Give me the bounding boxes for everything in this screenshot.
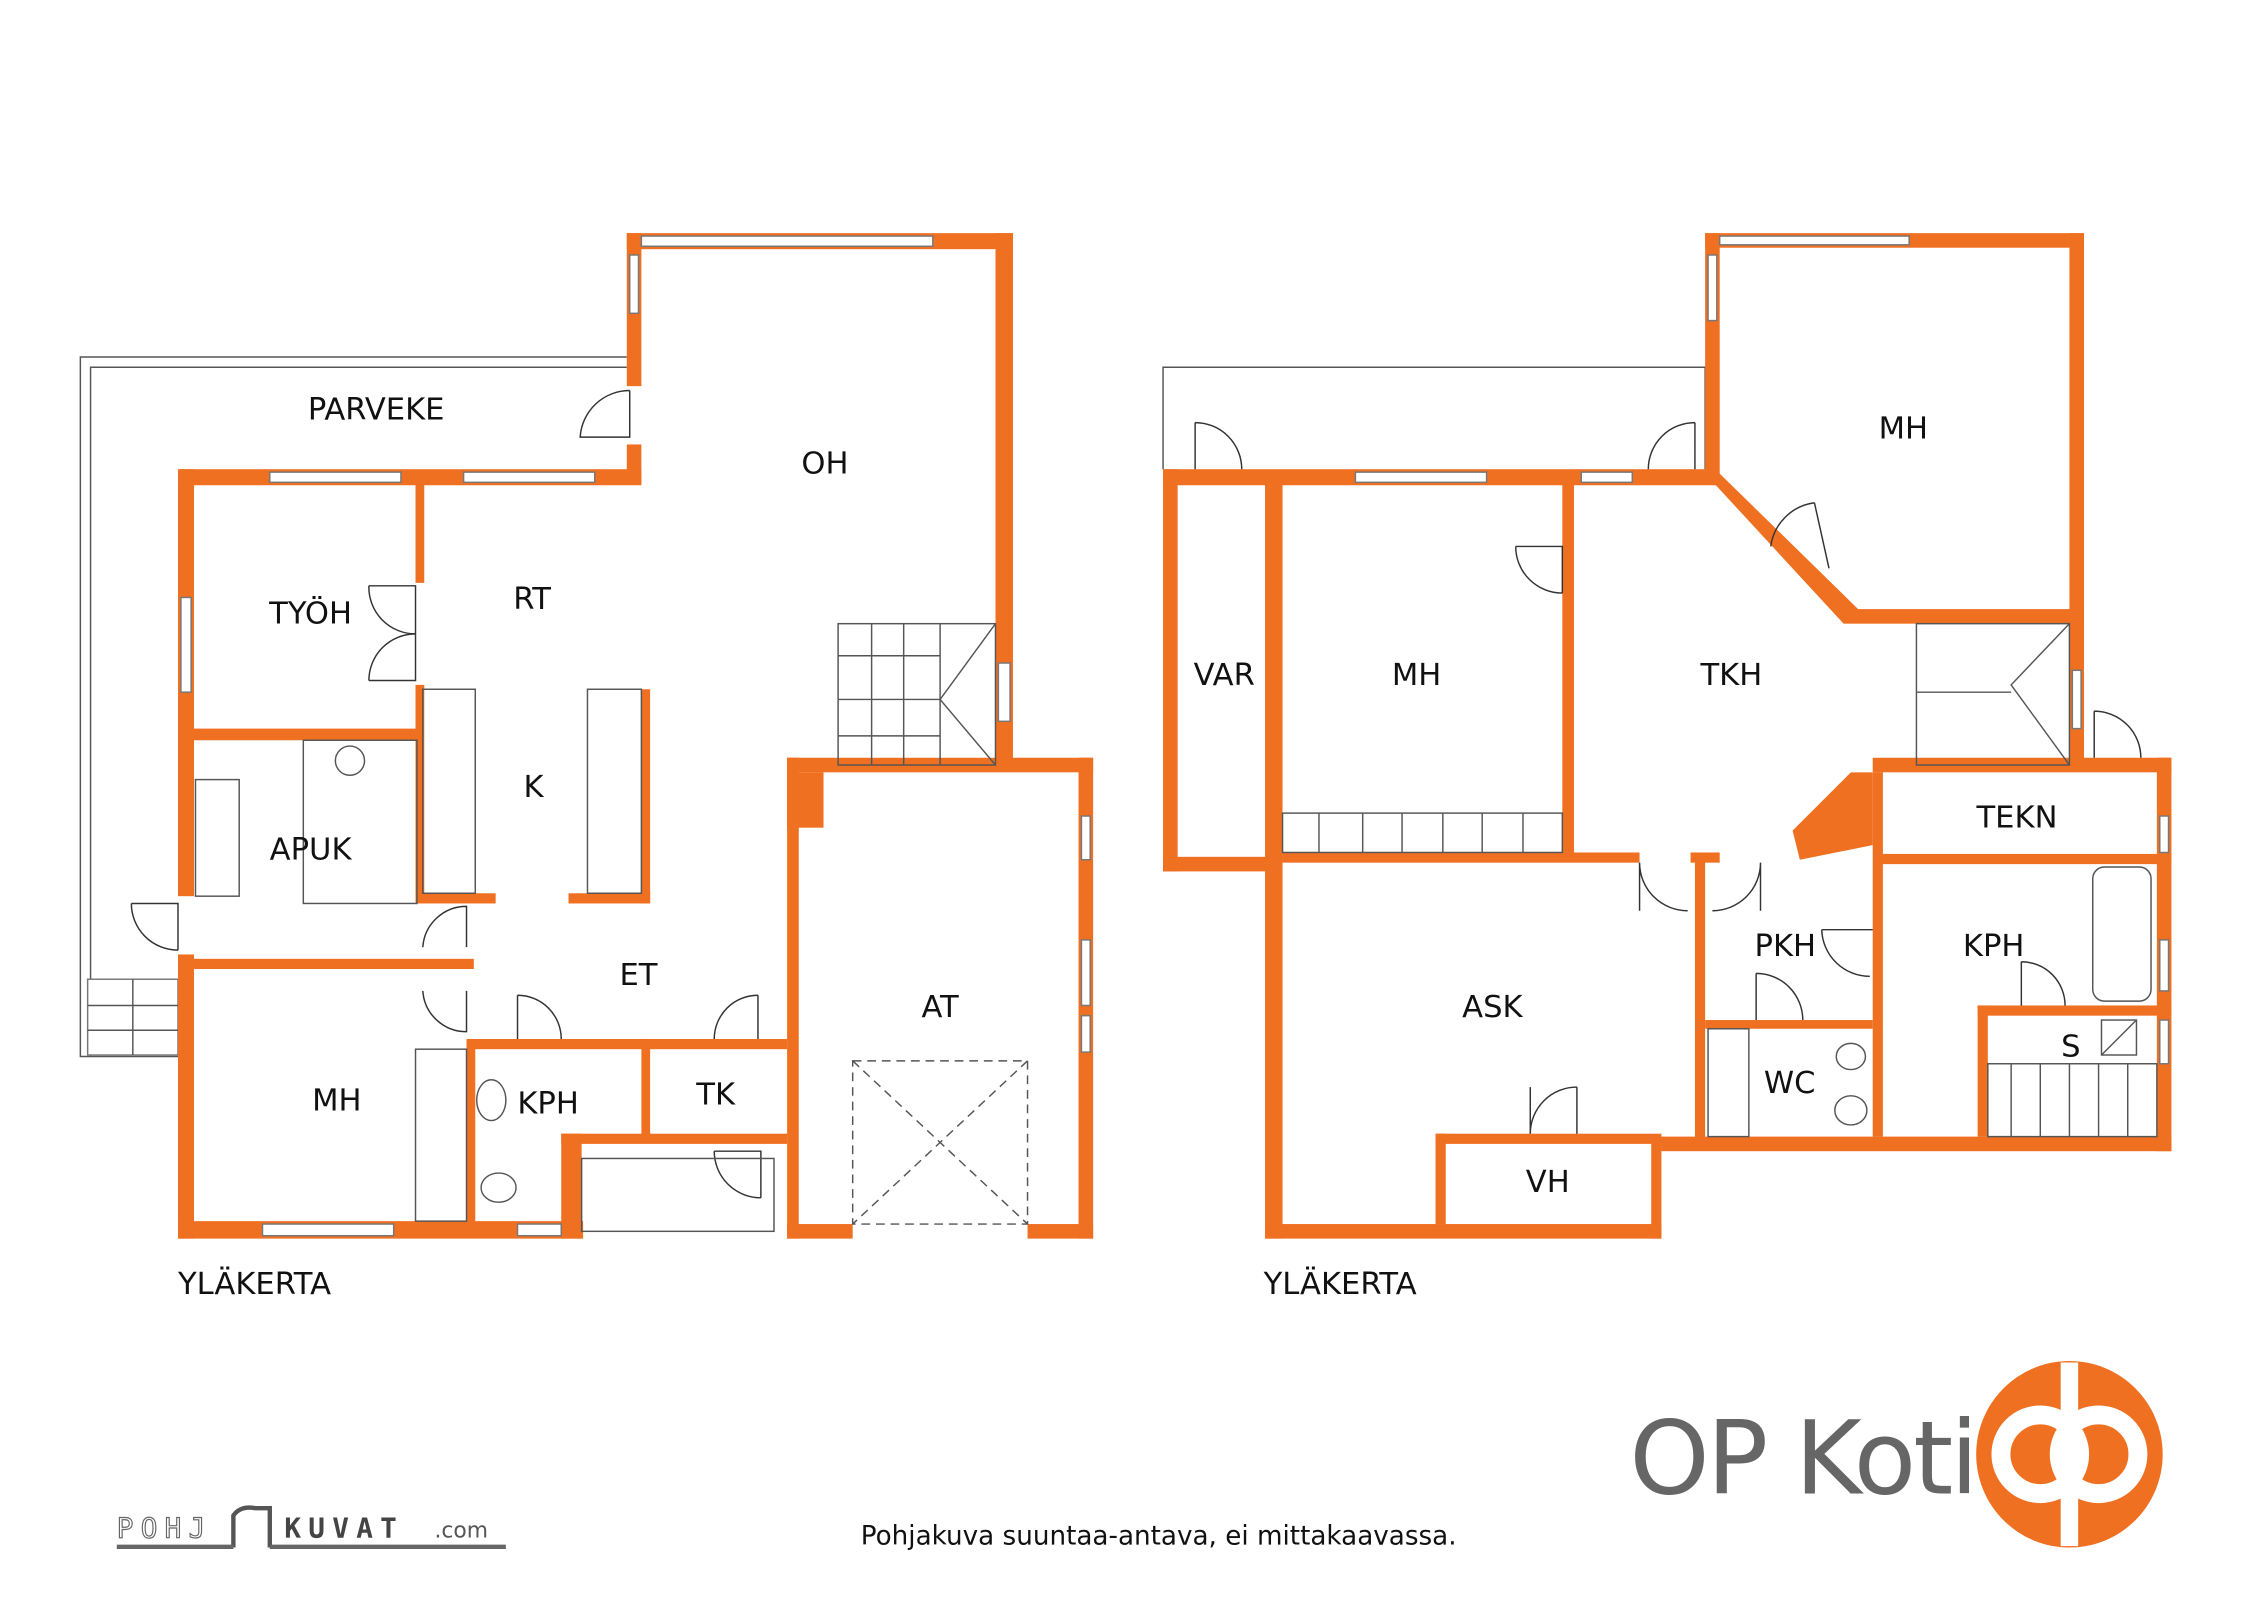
balcony-outline xyxy=(79,356,627,1058)
room-label-et: ET xyxy=(619,958,657,993)
walls-right xyxy=(1163,233,2172,1239)
room-label-mh: MH xyxy=(312,1083,361,1118)
room-label-wc: WC xyxy=(1764,1066,1816,1101)
op-logo-icon xyxy=(1976,1361,2163,1548)
pohjakuvat-logo: POHJ KUVAT .com xyxy=(116,1505,506,1549)
windows-right xyxy=(1354,235,2170,1065)
room-label-tk: TK xyxy=(695,1078,736,1113)
windows-left xyxy=(180,235,1091,1237)
room-labels-left: PARVEKE OH RT TYÖH K APUK ET MH KPH TK A… xyxy=(177,393,959,1302)
doors-left xyxy=(130,389,762,1199)
room-label-parveke: PARVEKE xyxy=(308,393,445,428)
balcony-outline-right xyxy=(1162,366,1706,470)
garage-door-marker xyxy=(851,1060,1029,1225)
room-label-oh: OH xyxy=(801,447,848,482)
room-label-mh-2: MH xyxy=(1879,412,1928,447)
disclaimer-text: Pohjakuva suuntaa-antava, ei mittakaavas… xyxy=(861,1522,1457,1552)
right-floor-plan: VAR MH TKH MH TEKN PKH KPH ASK WC S VH Y… xyxy=(1162,233,2172,1302)
room-label-kph: KPH xyxy=(1963,929,2025,964)
room-label-s: S xyxy=(2061,1029,2080,1064)
room-label-tyoh: TYÖH xyxy=(268,596,352,632)
room-label-tekn: TEKN xyxy=(1975,801,2057,836)
room-label-kph: KPH xyxy=(517,1086,579,1121)
floor-label-left: YLÄKERTA xyxy=(177,1266,331,1302)
room-label-mh-1: MH xyxy=(1392,658,1441,693)
room-label-ask: ASK xyxy=(1462,990,1523,1025)
room-label-vh: VH xyxy=(1526,1165,1570,1200)
room-label-apuk: APUK xyxy=(270,833,353,868)
fixtures-right xyxy=(1281,622,2158,1138)
fixtures-left xyxy=(194,622,1029,1233)
room-labels-right: VAR MH TKH MH TEKN PKH KPH ASK WC S VH Y… xyxy=(1194,412,2081,1302)
floor-label-right: YLÄKERTA xyxy=(1263,1266,1417,1302)
room-label-rt: RT xyxy=(513,582,551,617)
left-floor-plan: PARVEKE OH RT TYÖH K APUK ET MH KPH TK A… xyxy=(79,233,1094,1302)
room-label-pkh: PKH xyxy=(1755,929,1817,964)
room-label-var: VAR xyxy=(1194,658,1255,693)
svg-text:POHJ: POHJ xyxy=(117,1511,213,1544)
room-label-tkh: TKH xyxy=(1699,658,1762,693)
room-label-at: AT xyxy=(921,990,959,1025)
op-koti-brand: OP Koti xyxy=(1629,1400,1975,1519)
room-label-k: K xyxy=(524,770,545,805)
svg-text:KUVAT: KUVAT xyxy=(284,1511,404,1544)
doors-right xyxy=(1194,421,2142,1134)
svg-text:.com: .com xyxy=(434,1518,488,1543)
